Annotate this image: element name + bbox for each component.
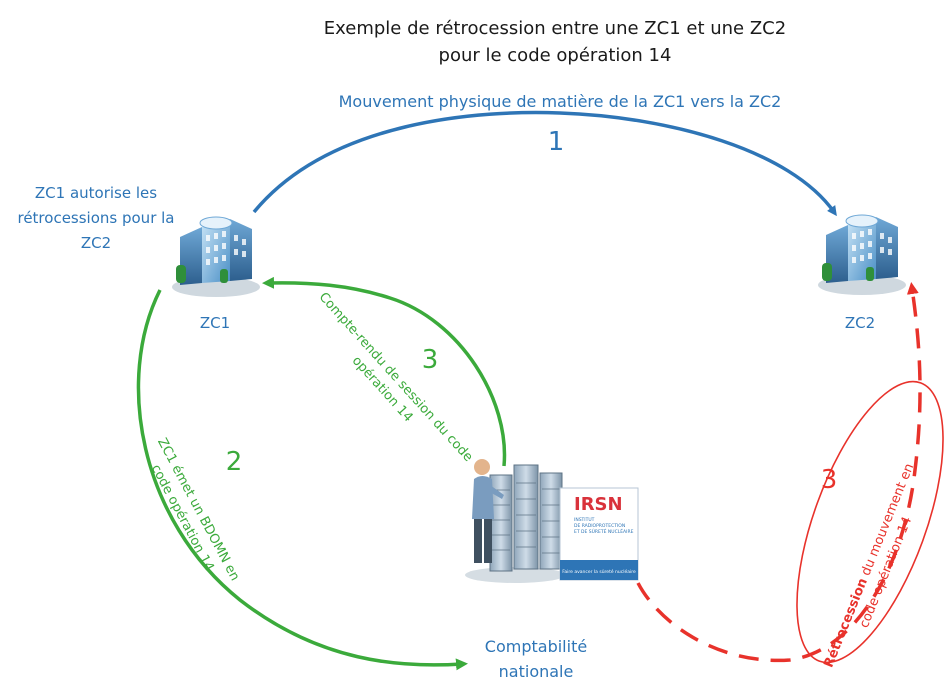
irsn-logo-name: IRSN <box>574 494 623 515</box>
title-line-1: Exemple de rétrocession entre une ZC1 et… <box>324 18 786 39</box>
zc1-note-line-1: ZC1 autorise les <box>35 184 157 202</box>
irsn-logo-subtitle-2: DE RADIOPROTECTION <box>574 523 625 529</box>
step2-arrow <box>136 289 468 671</box>
irsn-logo-tagline: Faire avancer la sûreté nucléaire <box>562 568 636 575</box>
national-label-line-1: Comptabilité <box>485 637 587 656</box>
building-icon <box>818 214 906 295</box>
step1-arrow <box>252 110 837 217</box>
irsn-logo-subtitle-1: INSTITUT <box>574 517 595 523</box>
zc1-note-line-3: ZC2 <box>81 234 111 252</box>
zc1-label: ZC1 <box>200 314 230 332</box>
server-rack-icon <box>465 464 565 583</box>
step3-red-number: 3 <box>821 465 838 495</box>
step2-number: 2 <box>226 447 243 477</box>
person-icon <box>472 459 504 563</box>
step3-green-label-line-1: Compte-rendu de session du code <box>316 290 476 465</box>
title-line-2: pour le code opération 14 <box>439 45 672 66</box>
step3-red-ellipse <box>796 380 944 664</box>
step3-red-arrow <box>636 282 922 663</box>
irsn-logo: IRSN INSTITUT DE RADIOPROTECTION ET DE S… <box>559 487 639 581</box>
irsn-logo-subtitle-3: ET DE SÛRETÉ NUCLÉAIRE <box>574 527 634 535</box>
step3-green-arrow <box>262 276 507 467</box>
step1-number: 1 <box>548 127 565 157</box>
zc2-label: ZC2 <box>845 314 875 332</box>
national-label-line-2: nationale <box>499 662 574 681</box>
building-icon <box>172 216 260 297</box>
step1-label: Mouvement physique de matière de la ZC1 … <box>339 92 782 111</box>
step3-green-number: 3 <box>422 345 439 375</box>
zc1-note-line-2: rétrocessions pour la <box>17 209 174 227</box>
